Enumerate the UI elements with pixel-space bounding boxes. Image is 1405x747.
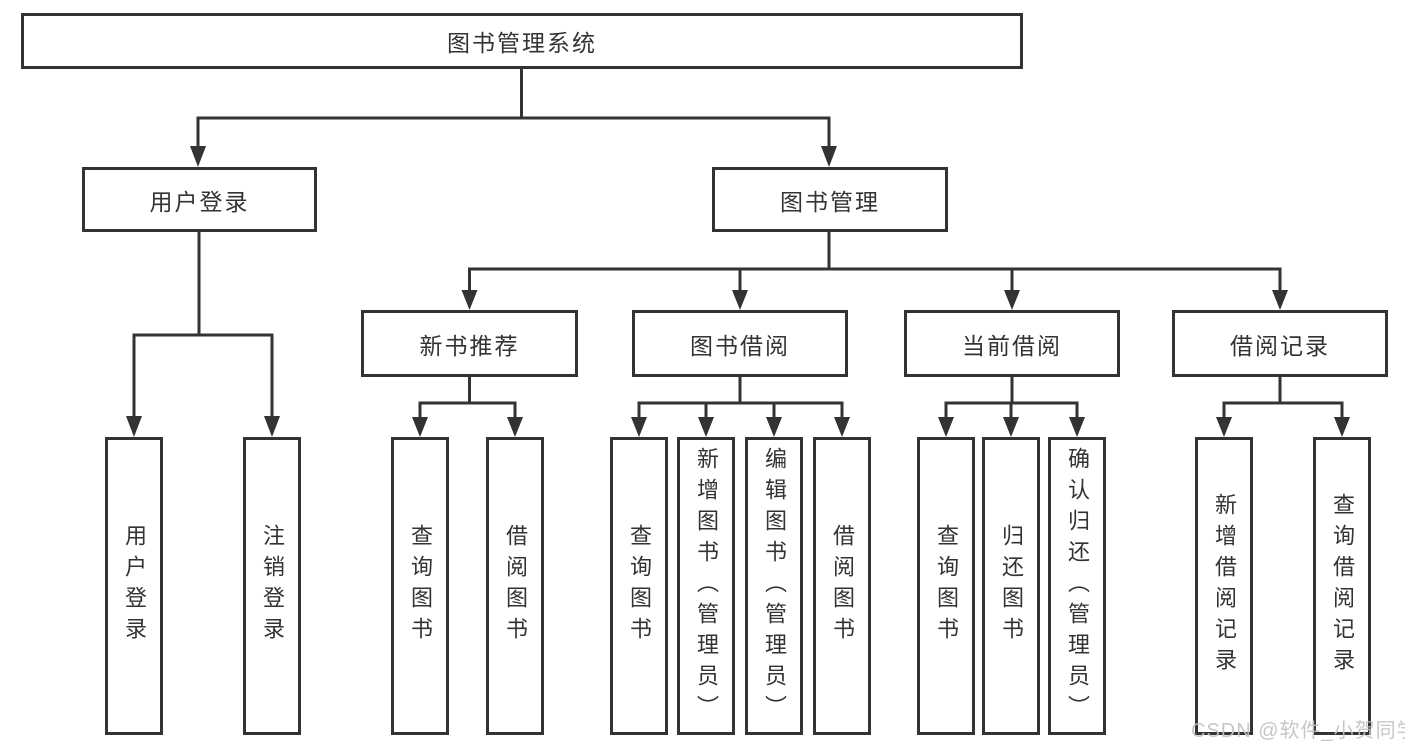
- arrow-down-icon: [1004, 290, 1020, 310]
- connector-book-management-branch: [461, 230, 1288, 310]
- leaf-current-query-books: 查询图书: [917, 437, 975, 735]
- arrow-down-icon: [766, 417, 782, 437]
- leaf-user-login: 用户登录: [105, 437, 163, 735]
- arrow-down-icon: [1272, 290, 1288, 310]
- leaf-confirm-return-admin: 确认归还（管理员）: [1048, 437, 1106, 735]
- leaf-recommend-query-books: 查询图书: [391, 437, 449, 735]
- node-borrowing-records-label: 借阅记录: [1230, 332, 1330, 359]
- node-library-system-label: 图书管理系统: [447, 30, 597, 56]
- arrow-down-icon: [1334, 417, 1350, 437]
- arrow-down-icon: [938, 417, 954, 437]
- leaf-borrow-books: 借阅图书: [813, 437, 871, 735]
- node-user-login-label: 用户登录: [149, 188, 250, 215]
- arrow-down-icon: [1069, 417, 1085, 437]
- arrow-down-icon: [1216, 417, 1232, 437]
- arrow-down-icon: [698, 417, 714, 437]
- node-new-book-recommend-label: 新书推荐: [419, 332, 520, 359]
- node-book-borrowing-label: 图书借阅: [690, 332, 790, 359]
- arrow-down-icon: [834, 417, 850, 437]
- arrow-down-icon: [190, 146, 206, 167]
- connector-group-branches: [412, 375, 1350, 437]
- leaf-edit-books-admin: 编辑图书（管理员）: [745, 437, 803, 735]
- arrow-down-icon: [1003, 417, 1019, 437]
- leaf-add-books-admin: 新增图书（管理员）: [677, 437, 735, 735]
- arrow-down-icon: [507, 417, 523, 437]
- leaf-borrowing-query-books: 查询图书: [610, 437, 668, 735]
- node-library-system: 图书管理系统: [21, 13, 1023, 69]
- leaf-query-borrow-record: 查询借阅记录: [1313, 437, 1371, 735]
- leaf-recommend-borrow-books: 借阅图书: [486, 437, 544, 735]
- connector-root-branch: [190, 66, 837, 167]
- arrow-down-icon: [821, 146, 837, 167]
- watermark: CSDN @软件_小贺同学: [1191, 720, 1405, 742]
- arrow-down-icon: [412, 417, 428, 437]
- node-new-book-recommend: 新书推荐: [361, 310, 578, 377]
- connector-user-login-branch: [126, 230, 280, 437]
- arrow-down-icon: [732, 290, 748, 310]
- node-book-management-label: 图书管理: [780, 188, 880, 215]
- node-book-management: 图书管理: [712, 167, 948, 232]
- leaf-logout: 注销登录: [243, 437, 301, 735]
- node-current-borrowing-label: 当前借阅: [962, 332, 1062, 359]
- leaf-return-books: 归还图书: [982, 437, 1040, 735]
- leaf-add-borrow-record: 新增借阅记录: [1195, 437, 1253, 735]
- arrow-down-icon: [264, 416, 280, 437]
- node-borrowing-records: 借阅记录: [1172, 310, 1388, 377]
- node-user-login: 用户登录: [82, 167, 317, 232]
- node-book-borrowing: 图书借阅: [632, 310, 848, 377]
- arrow-down-icon: [126, 416, 142, 437]
- arrow-down-icon: [461, 290, 478, 310]
- arrow-down-icon: [631, 417, 647, 437]
- node-current-borrowing: 当前借阅: [904, 310, 1120, 377]
